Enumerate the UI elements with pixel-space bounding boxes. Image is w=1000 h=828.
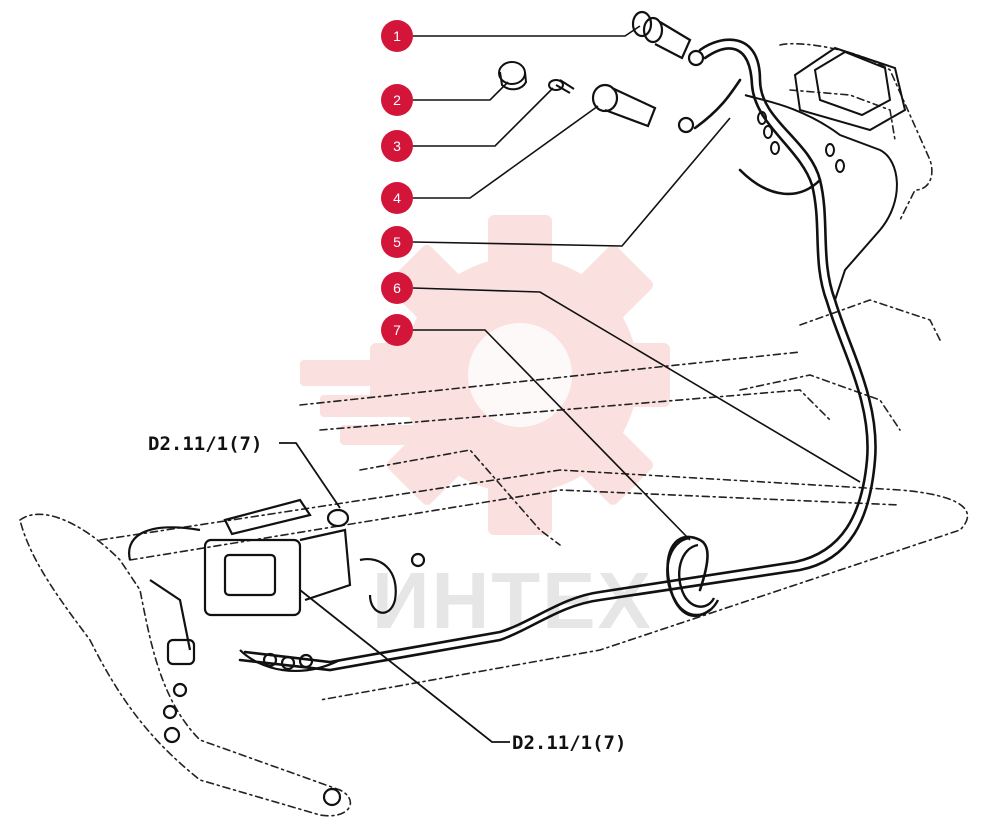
mounting-bracket	[744, 46, 907, 301]
svg-text:3: 3	[393, 138, 401, 154]
part-cap-2	[498, 61, 528, 91]
watermark-text: ИНТЕХ	[372, 556, 653, 645]
callout-3: 3	[381, 130, 413, 162]
callout-badges: 1 2 3 4 5 6 7	[381, 20, 413, 346]
svg-text:5: 5	[393, 234, 401, 250]
callout-2: 2	[381, 84, 413, 116]
svg-text:1: 1	[393, 28, 401, 44]
callout-leaders	[412, 25, 861, 541]
callout-6: 6	[381, 272, 413, 304]
reference-label-top: D2.11/1(7)	[148, 433, 262, 455]
reference-leaders	[279, 442, 510, 743]
watermark-gear-hub	[468, 323, 572, 427]
part-bolt-3	[548, 79, 575, 94]
svg-text:6: 6	[393, 280, 401, 296]
svg-text:4: 4	[393, 190, 401, 206]
part-switch-4	[591, 83, 695, 134]
callout-7: 7	[381, 314, 413, 346]
callout-1: 1	[381, 20, 413, 52]
svg-text:2: 2	[393, 92, 401, 108]
callout-5: 5	[381, 226, 413, 258]
callout-4: 4	[381, 182, 413, 214]
part-clip-7	[666, 536, 720, 617]
svg-text:7: 7	[393, 322, 401, 338]
chassis-frame	[19, 42, 969, 817]
reference-label-bottom: D2.11/1(7)	[512, 732, 626, 754]
part-connector-1	[631, 10, 705, 67]
valve-assembly	[128, 498, 426, 807]
cable-harness	[238, 38, 877, 672]
